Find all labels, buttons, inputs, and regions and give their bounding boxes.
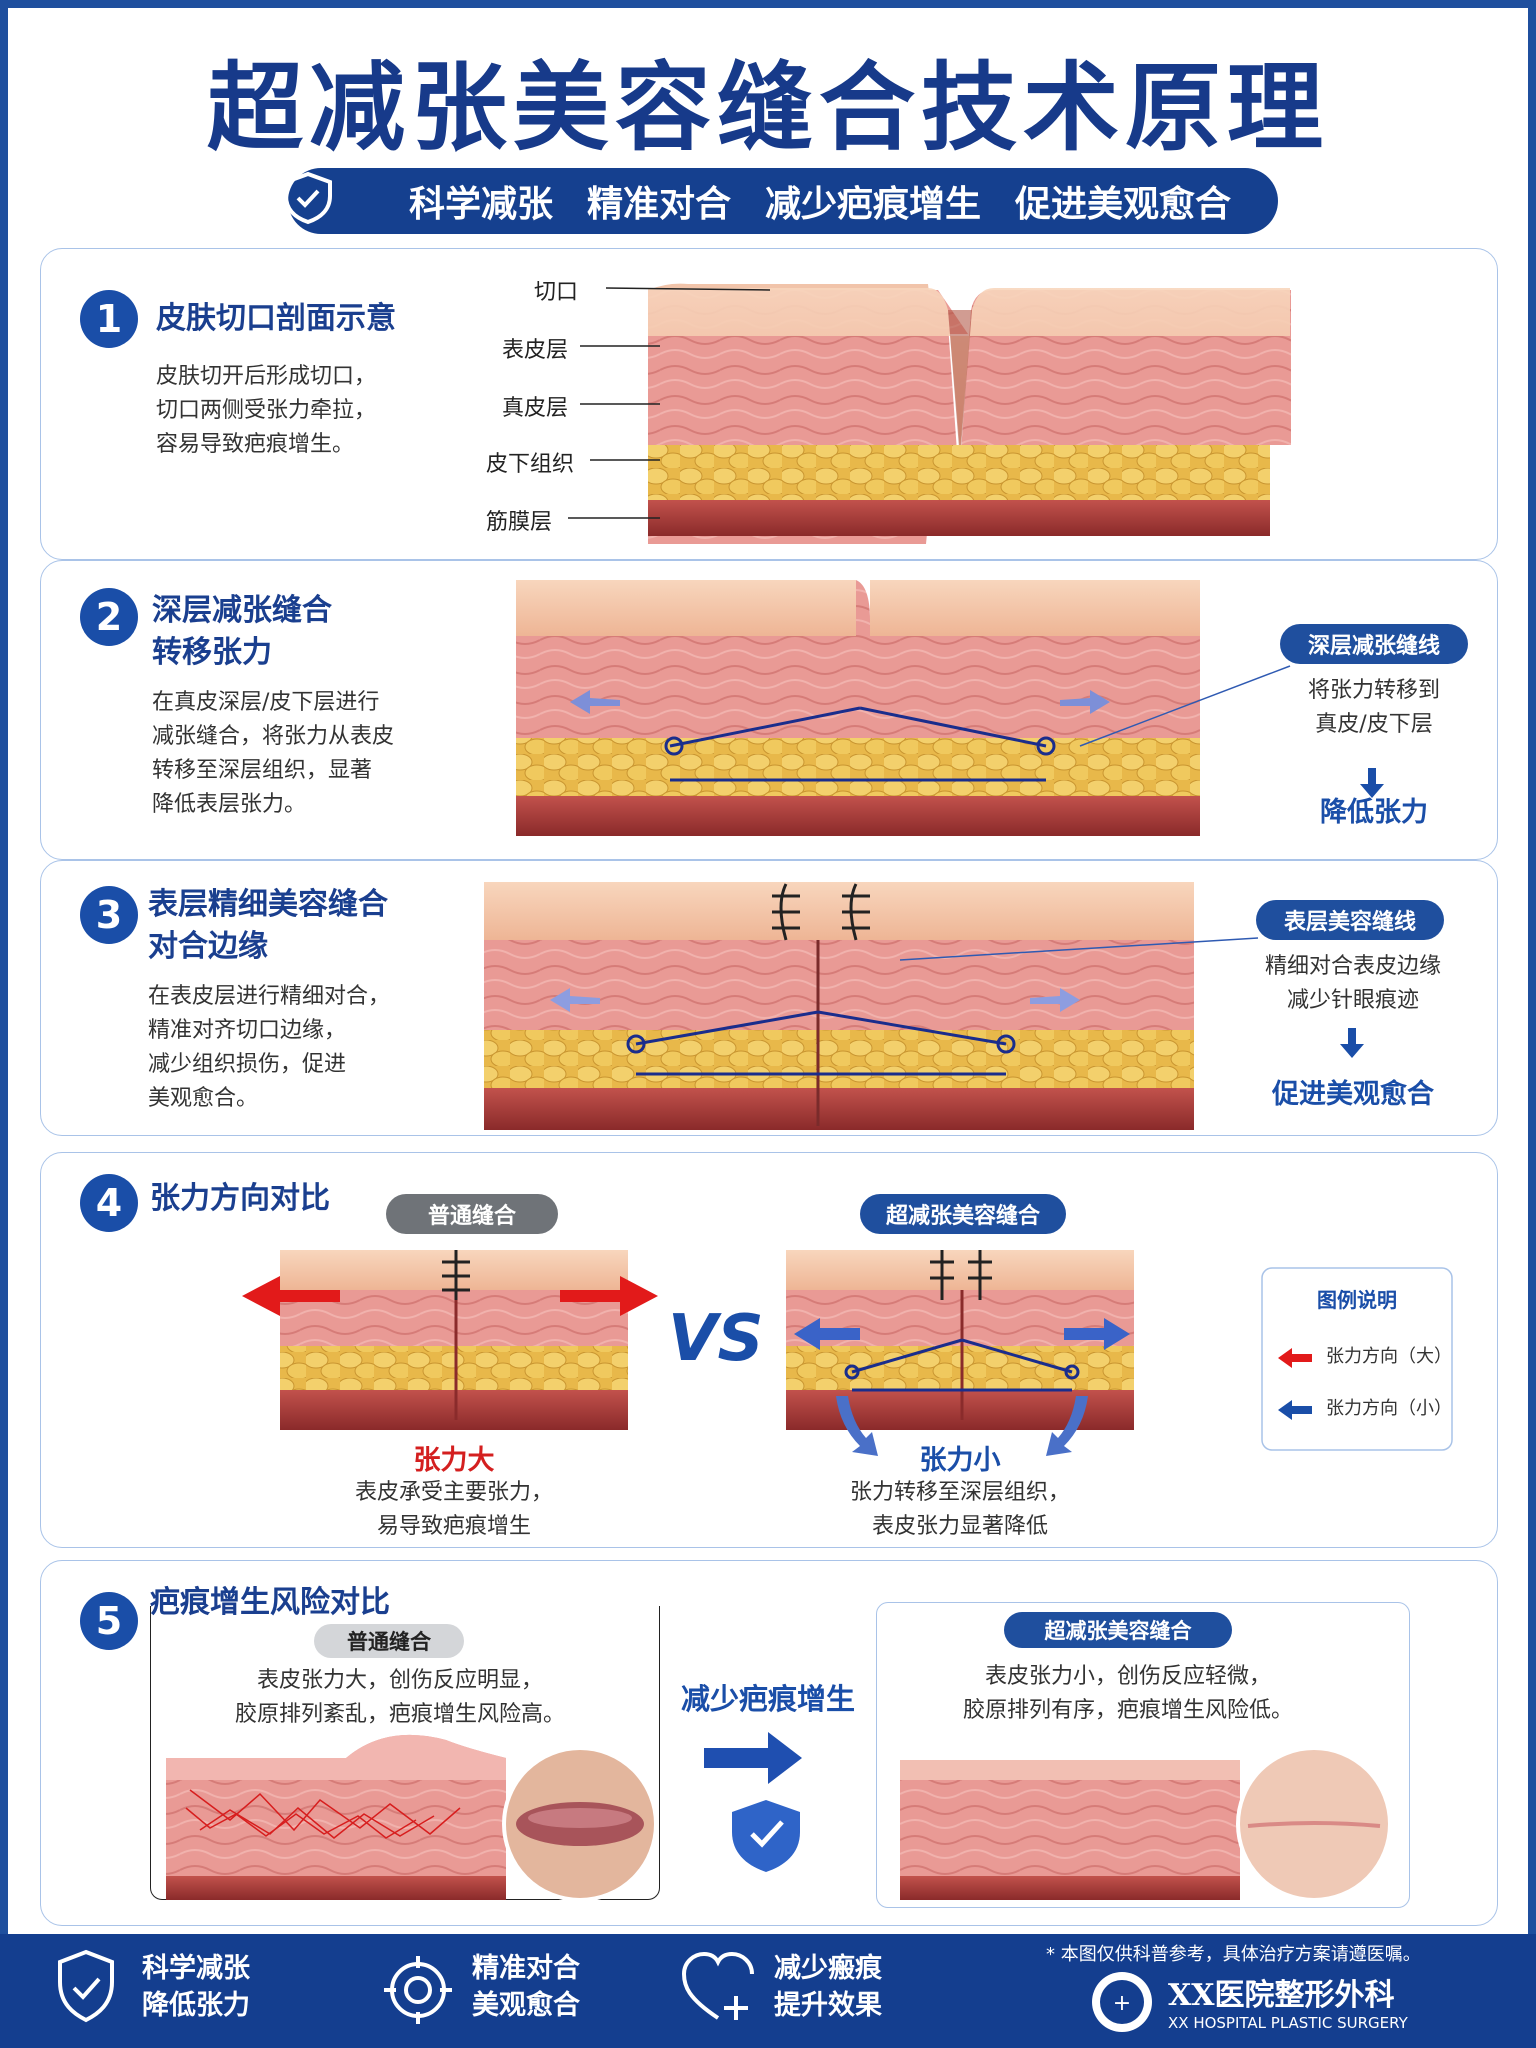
- surface-suture-note: 精细对合表皮边缘减少针眼痕迹: [1264, 954, 1441, 1013]
- legend-title: 图例说明: [1317, 1288, 1397, 1312]
- deep-suture-note: 将张力转移到真皮/皮下层: [1307, 678, 1440, 737]
- advanced-scar-box: [876, 1602, 1410, 1908]
- step-number: 5: [80, 1592, 138, 1650]
- hospital-logo-icon: +: [1092, 1972, 1152, 2032]
- disclaimer: * 本图仅供科普参考，具体治疗方案请遵医嘱。: [1046, 1944, 1421, 1965]
- legend-low: 张力方向（小）: [1326, 1398, 1452, 1419]
- vs-label: VS: [668, 1302, 764, 1376]
- panel-title: 表层精细美容缝合对合边缘: [148, 887, 388, 964]
- label-dermis: 真皮层: [502, 396, 569, 421]
- normal-suture-pill: 普通缝合: [386, 1194, 558, 1234]
- svg-text:+: +: [1113, 1991, 1131, 2016]
- page-title: 超减张美容缝合技术原理: [207, 51, 1329, 164]
- shield-check-icon: [58, 1949, 114, 2023]
- panel-description: 在表皮层进行精细对合，精准对齐切口边缘，减少组织损伤，促进美观愈合。: [148, 984, 391, 1111]
- label-fascia: 筋膜层: [486, 510, 553, 535]
- label-subcutaneous: 皮下组织: [486, 452, 575, 477]
- label-incision: 切口: [534, 280, 579, 305]
- banner-item: 促进美观愈合: [1015, 184, 1232, 225]
- advanced-scar-note: 表皮张力小，创伤反应轻微，胶原排列有序，疤痕增生风险低。: [962, 1664, 1293, 1723]
- high-tension-note: 表皮承受主要张力，易导致疤痕增生: [354, 1480, 553, 1539]
- banner-item: 减少疤痕增生: [765, 184, 982, 225]
- panel-title: 皮肤切口剖面示意: [156, 301, 396, 336]
- footer-item: 精准对合美观愈合: [472, 1953, 580, 2021]
- normal-scar-pill: 普通缝合: [314, 1624, 464, 1658]
- high-tension-label: 张力大: [413, 1445, 495, 1476]
- advanced-scar-pill: 超减张美容缝合: [1004, 1612, 1232, 1648]
- target-icon: [384, 1956, 452, 2024]
- label-epidermis: 表皮层: [502, 338, 569, 363]
- advanced-suture-pill: 超减张美容缝合: [860, 1194, 1066, 1234]
- panel-title: 深层减张缝合转移张力: [152, 593, 332, 670]
- surface-suture-result: 促进美观愈合: [1272, 1079, 1434, 1110]
- hospital-name-en: XX HOSPITAL PLASTIC SURGERY: [1168, 2014, 1408, 2032]
- deep-suture-result: 降低张力: [1320, 797, 1428, 828]
- banner-item: 精准对合: [586, 184, 731, 225]
- normal-scar-note: 表皮张力大，创伤反应明显，胶原排列紊乱，疤痕增生风险高。: [234, 1668, 565, 1727]
- step-number: 4: [80, 1174, 138, 1232]
- panel-description: 在真皮深层/皮下层进行减张缝合，将张力从表皮转移至深层组织，显著降低表层张力。: [152, 690, 395, 817]
- low-tension-note: 张力转移至深层组织，表皮张力显著降低: [849, 1480, 1070, 1539]
- heart-plus-icon: [681, 1951, 754, 2020]
- footer-bar: [0, 1934, 1536, 2048]
- reduce-scar-label: 减少疤痕增生: [680, 1682, 855, 1716]
- footer-item: 科学减张降低张力: [142, 1953, 250, 2021]
- step-number: 3: [80, 886, 138, 944]
- deep-suture-pill: 深层减张缝线: [1280, 624, 1468, 664]
- footer-item: 减少瘢痕提升效果: [774, 1953, 882, 2021]
- step-number: 2: [80, 588, 138, 646]
- panel-title: 张力方向对比: [150, 1181, 330, 1216]
- panel-description: 皮肤切开后形成切口，切口两侧受张力牵拉，容易导致疤痕增生。: [156, 364, 377, 457]
- hospital-name: XX医院整形外科: [1168, 1978, 1395, 2013]
- step-number: 1: [80, 290, 138, 348]
- shield-check-icon: [284, 171, 332, 225]
- banner: 科学减张 精准对合 减少疤痕增生 促进美观愈合: [288, 168, 1278, 234]
- low-tension-label: 张力小: [919, 1445, 1001, 1476]
- panel-title: 疤痕增生风险对比: [150, 1585, 390, 1620]
- surface-suture-pill: 表层美容缝线: [1256, 900, 1444, 940]
- banner-item: 科学减张: [408, 184, 553, 225]
- legend-high: 张力方向（大）: [1326, 1346, 1452, 1367]
